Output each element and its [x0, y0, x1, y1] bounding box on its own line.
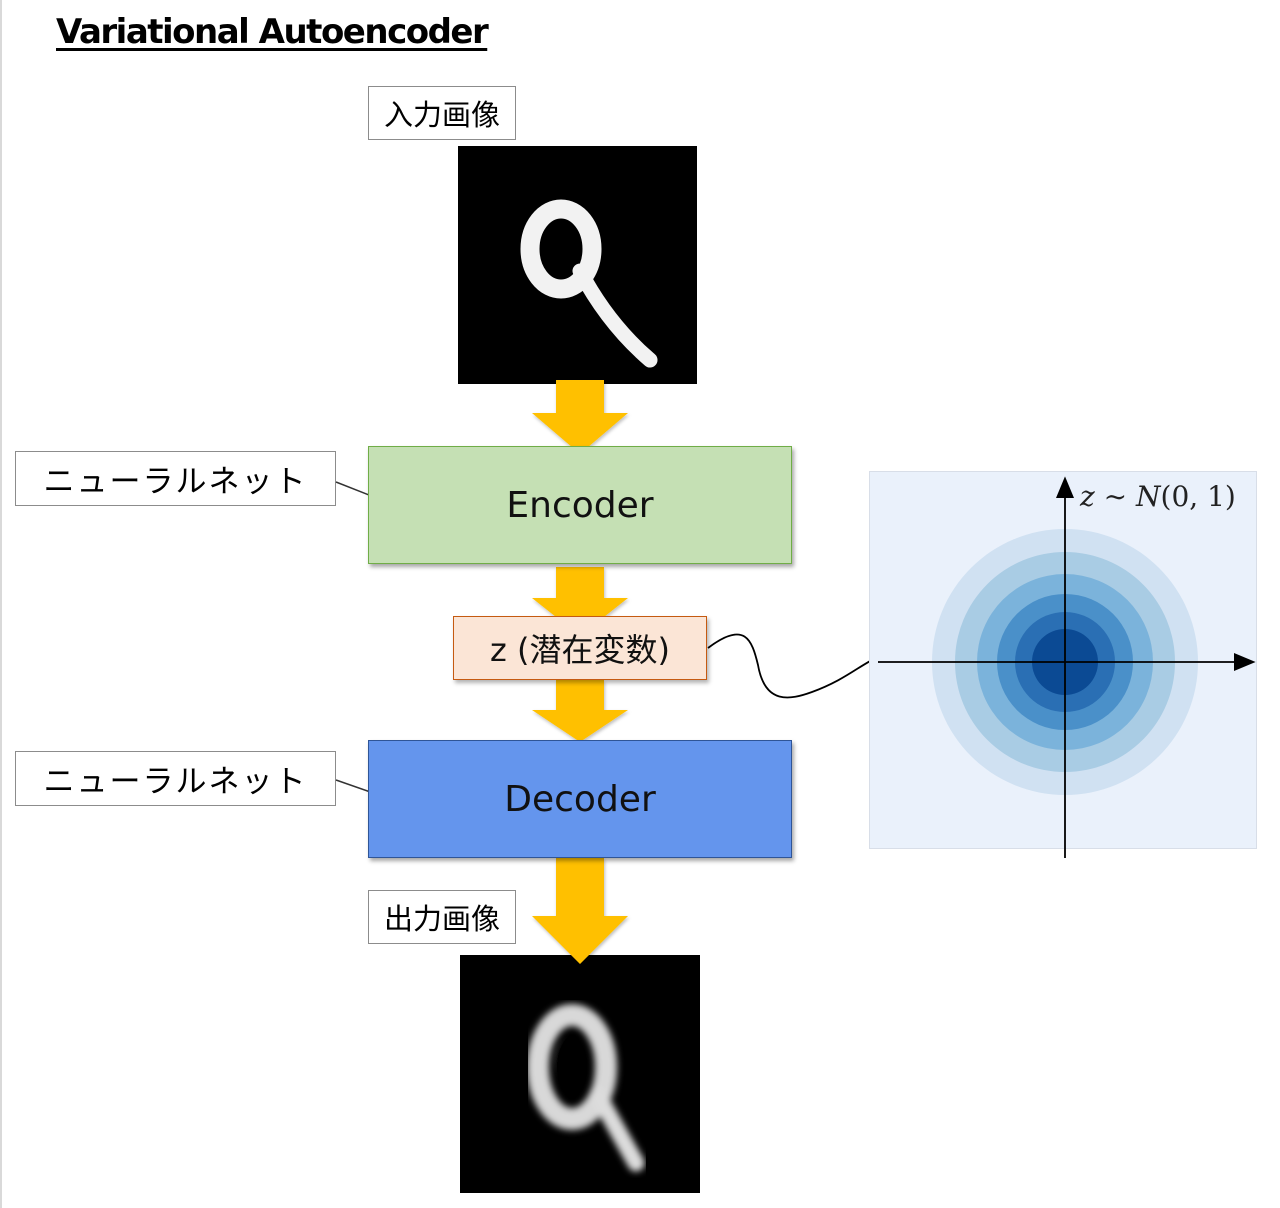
distribution-formula: z ∼ N(0, 1) — [1080, 480, 1236, 513]
latent-variable-block: z (潜在変数) — [453, 616, 707, 680]
output-image-label-text: 出力画像 — [383, 902, 500, 936]
output-digit-image — [460, 955, 700, 1193]
output-digit-9-drawing — [527, 1004, 645, 1172]
latent-label: z (潜在変数) — [490, 631, 670, 669]
encoder-neural-net-label: ニューラルネット — [15, 451, 336, 506]
contour-drawing — [878, 476, 1256, 858]
input-digit-9-drawing — [520, 199, 658, 368]
latent-to-distribution-connector — [707, 633, 879, 699]
decoder-neural-net-label: ニューラルネット — [15, 751, 336, 806]
decoder-label: Decoder — [504, 778, 656, 820]
input-image-label: 入力画像 — [368, 86, 516, 140]
formula-tilde: ∼ — [1103, 480, 1128, 513]
input-image-label-text: 入力画像 — [383, 98, 500, 132]
formula-variable: z — [1080, 480, 1095, 513]
decoder-block: Decoder — [368, 740, 792, 858]
encoder-neural-net-label-text: ニューラルネット — [43, 464, 308, 500]
output-image-label: 出力画像 — [368, 890, 516, 944]
page-left-border — [0, 0, 2, 1208]
input-digit-image — [458, 146, 697, 384]
encoder-label: Encoder — [506, 484, 654, 526]
encoder-block: Encoder — [368, 446, 792, 564]
down-arrow-icon — [532, 680, 628, 742]
page-title: Variational Autoencoder — [56, 12, 489, 52]
formula-distribution: N — [1136, 480, 1161, 513]
gaussian-contour-plot — [869, 471, 1257, 858]
decoder-neural-net-label-text: ニューラルネット — [43, 764, 308, 800]
down-arrow-icon — [532, 380, 628, 454]
formula-params: (0, 1) — [1160, 480, 1236, 513]
down-arrow-icon — [532, 858, 628, 964]
